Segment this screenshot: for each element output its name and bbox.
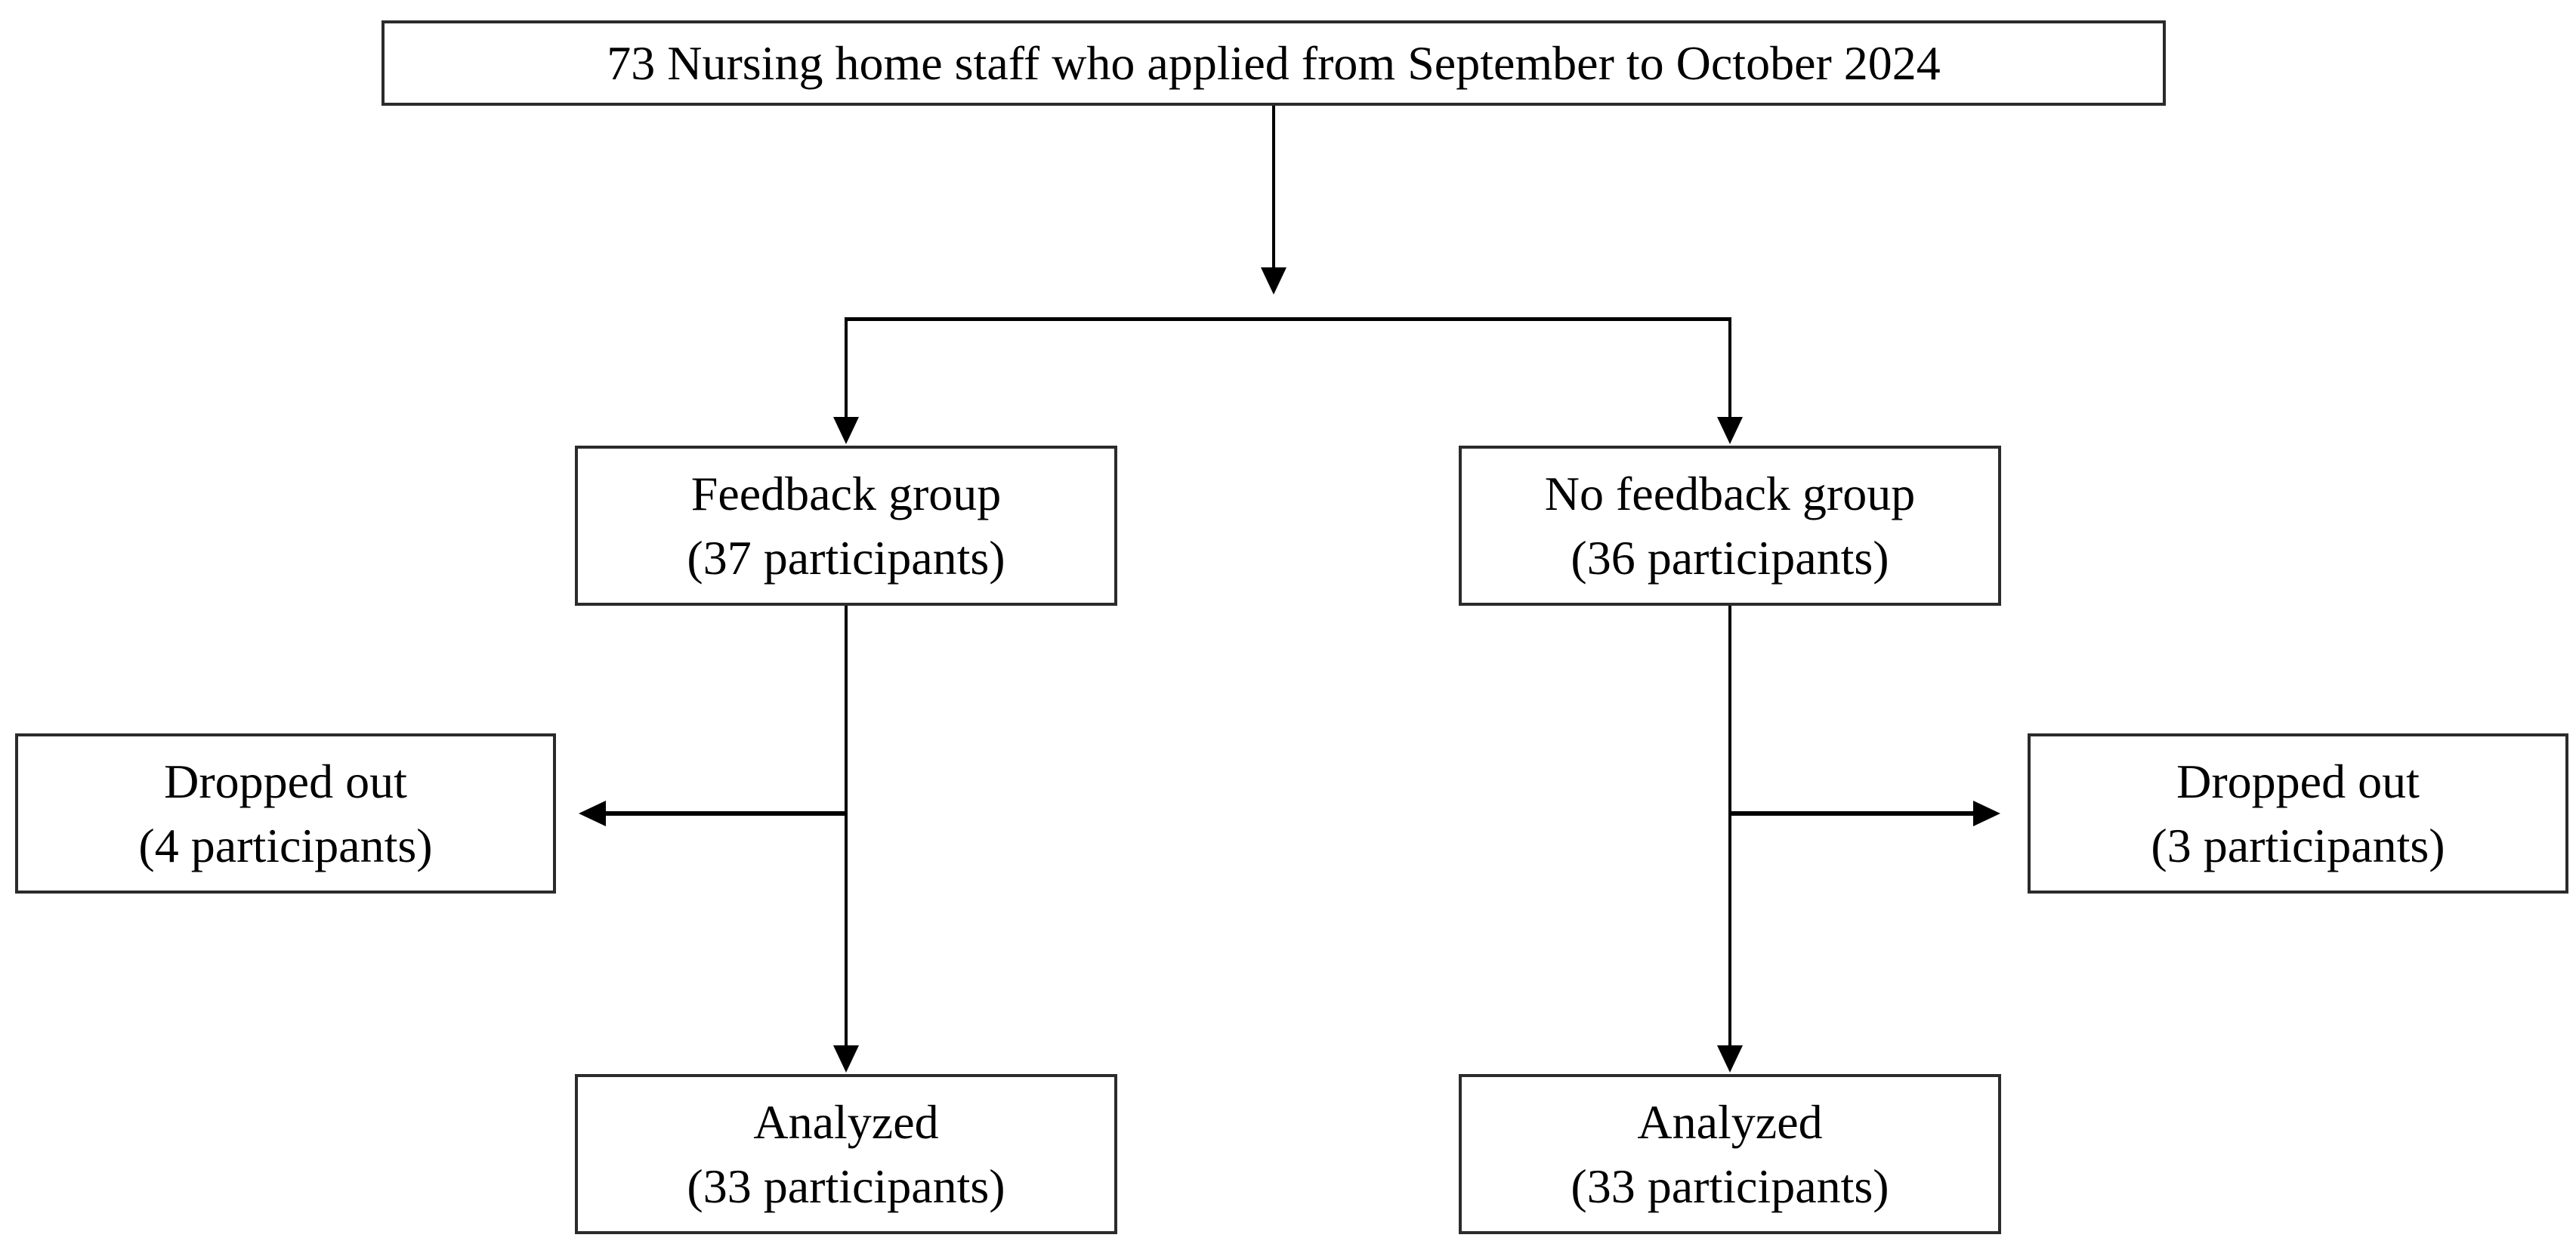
node-feedback-group-line2: (37 participants) [687, 531, 1005, 585]
edge-nofeedback-analyzed-arrowhead [1717, 1045, 1743, 1073]
node-analyzed-left-line1: Analyzed [753, 1094, 939, 1149]
node-feedback-group-line1: Feedback group [690, 466, 1002, 520]
edge-feedback-analyzed-line [845, 606, 848, 1047]
node-analyzed-right: Analyzed (33 participants) [1459, 1074, 2001, 1234]
node-no-feedback-group-line2: (36 participants) [1571, 531, 1889, 585]
node-no-feedback-group-line1: No feedback group [1544, 466, 1916, 520]
node-dropped-out-right-line1: Dropped out [2176, 754, 2420, 808]
node-dropped-out-left-line1: Dropped out [164, 754, 407, 808]
node-dropped-out-right: Dropped out (3 participants) [2028, 733, 2568, 894]
edge-split-left-line [845, 317, 848, 420]
edge-split-right-arrowhead [1717, 417, 1743, 444]
node-dropped-out-left-line2: (4 participants) [138, 819, 433, 872]
edge-applied-split-line [1272, 106, 1275, 269]
edge-feedback-analyzed-arrowhead [833, 1045, 859, 1073]
edge-feedback-dropout-line [604, 811, 848, 816]
edge-split-horizontal-line [845, 317, 1731, 321]
edge-split-left-arrowhead [833, 417, 859, 444]
node-analyzed-left: Analyzed (33 participants) [575, 1074, 1117, 1234]
edge-applied-split-arrowhead [1261, 267, 1286, 295]
edge-nofeedback-dropout-line [1730, 811, 1973, 816]
node-applied: 73 Nursing home staff who applied from S… [381, 20, 2166, 106]
node-analyzed-right-line2: (33 participants) [1571, 1159, 1889, 1213]
node-dropped-out-right-line2: (3 participants) [2151, 819, 2445, 872]
edge-split-right-line [1728, 317, 1731, 420]
node-no-feedback-group: No feedback group (36 participants) [1459, 446, 2001, 606]
node-analyzed-right-line1: Analyzed [1637, 1094, 1823, 1149]
node-analyzed-left-line2: (33 participants) [687, 1159, 1005, 1213]
node-applied-label: 73 Nursing home staff who applied from S… [607, 35, 1941, 90]
edge-nofeedback-dropout-arrowhead [1973, 801, 2000, 826]
edge-feedback-dropout-arrowhead [579, 801, 606, 826]
node-dropped-out-left: Dropped out (4 participants) [15, 733, 556, 894]
node-feedback-group: Feedback group (37 participants) [575, 446, 1117, 606]
edge-nofeedback-analyzed-line [1728, 606, 1731, 1047]
